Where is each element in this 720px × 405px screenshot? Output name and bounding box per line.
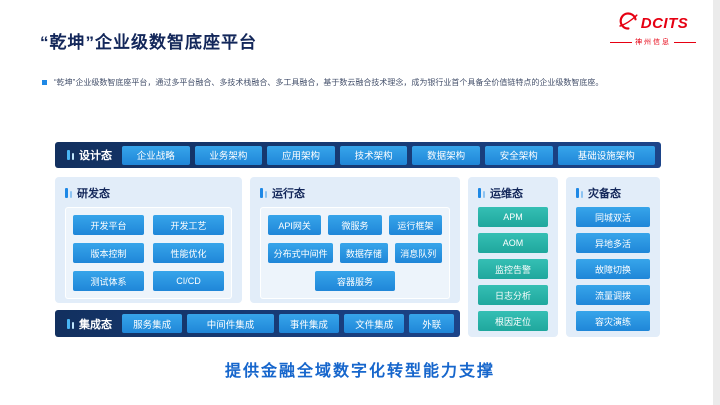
dev-panel-items: 开发平台 开发工艺 版本控制 性能优化 测试体系 CI/CD [65, 207, 232, 299]
run-panel: 运行态 API网关 微服务 运行框架 分布式中间件 数据存储 消息队列 容器服务 [250, 177, 460, 303]
page-title: “乾坤”企业级数智底座平台 [40, 33, 257, 52]
logo-subtitle: 神州信息 [610, 37, 696, 47]
dev-item: CI/CD [153, 271, 224, 291]
background-edge [713, 0, 720, 405]
design-item: 业务架构 [194, 145, 263, 165]
design-item: 基础设施架构 [557, 145, 655, 165]
dev-item: 开发平台 [73, 215, 144, 235]
run-row: 容器服务 [268, 271, 442, 291]
run-item: 分布式中间件 [268, 243, 334, 263]
dev-item: 版本控制 [73, 243, 144, 263]
dev-panel-header: 研发态 [65, 185, 232, 201]
design-item: 数据架构 [412, 145, 480, 165]
integration-layer-label-text: 集成态 [79, 318, 112, 331]
dev-item: 开发工艺 [153, 215, 224, 235]
dr-item: 异地多活 [576, 233, 650, 253]
dr-panel-header: 灾备态 [576, 185, 650, 201]
dev-item: 测试体系 [73, 271, 144, 291]
dr-item: 流量调拨 [576, 285, 650, 305]
panel-marker-icon [65, 188, 72, 198]
run-item: 容器服务 [314, 271, 396, 291]
integration-layer-bar: 集成态 服务集成 中间件集成 事件集成 文件集成 外联 [55, 310, 460, 337]
run-panel-header: 运行态 [260, 185, 450, 201]
dr-panel-title: 灾备态 [588, 188, 621, 200]
integration-item: 外联 [409, 314, 455, 333]
dr-item: 容灾演练 [576, 311, 650, 331]
bullet-square-icon [42, 80, 47, 85]
design-item: 应用架构 [267, 145, 335, 165]
run-item: 运行框架 [388, 215, 442, 235]
dr-item: 故障切换 [576, 259, 650, 279]
dev-panel-title: 研发态 [77, 188, 110, 200]
logo-lockup: DCITS [610, 11, 696, 36]
run-item: 消息队列 [394, 243, 442, 263]
integration-item: 服务集成 [122, 314, 183, 333]
panel-marker-icon [576, 188, 583, 198]
ops-item: APM [478, 207, 548, 227]
intro-text: “乾坤”企业级数智底座平台，通过多平台融合、多技术栈融合、多工具融合，基于数云融… [54, 78, 604, 87]
layer-marker-icon [67, 318, 74, 329]
panel-marker-icon [260, 188, 267, 198]
ops-panel-title: 运维态 [490, 188, 523, 200]
intro-bullet-line: “乾坤”企业级数智底座平台，通过多平台融合、多技术栈融合、多工具融合，基于数云融… [42, 77, 667, 88]
design-item: 企业战略 [122, 145, 190, 165]
footer-slogan: 提供金融全域数字化转型能力支撑 [224, 363, 495, 380]
run-panel-items: API网关 微服务 运行框架 分布式中间件 数据存储 消息队列 容器服务 [260, 207, 450, 299]
dcits-swoosh-icon [618, 11, 638, 36]
layer-marker-icon [67, 150, 74, 160]
integration-layer-items: 服务集成 中间件集成 事件集成 文件集成 外联 [122, 314, 455, 333]
dev-item: 性能优化 [153, 243, 224, 263]
run-item: API网关 [268, 215, 322, 235]
design-layer-items: 企业战略 业务架构 应用架构 技术架构 数据架构 安全架构 基础设施架构 [122, 145, 655, 165]
integration-layer-label: 集成态 [55, 316, 122, 332]
design-layer-bar: 设计态 企业战略 业务架构 应用架构 技术架构 数据架构 安全架构 基础设施架构 [55, 142, 661, 168]
logo-subtitle-text: 神州信息 [635, 39, 671, 46]
ops-panel-items: APM AOM 监控告警 日志分析 根因定位 [478, 207, 548, 331]
design-layer-label-text: 设计态 [79, 150, 112, 162]
run-item: 微服务 [328, 215, 382, 235]
design-layer-label: 设计态 [55, 147, 122, 163]
integration-item: 事件集成 [278, 314, 340, 333]
run-panel-title: 运行态 [272, 188, 305, 200]
panel-marker-icon [478, 188, 485, 198]
ops-item: 日志分析 [478, 285, 548, 305]
dr-item: 同城双活 [576, 207, 650, 227]
ops-item: 监控告警 [478, 259, 548, 279]
ops-item: 根因定位 [478, 311, 548, 331]
design-item: 安全架构 [484, 145, 553, 165]
logo: DCITS 神州信息 [610, 11, 696, 47]
ops-item: AOM [478, 233, 548, 253]
run-item: 数据存储 [340, 243, 388, 263]
design-item: 技术架构 [339, 145, 408, 165]
ops-panel-header: 运维态 [478, 185, 548, 201]
integration-item: 中间件集成 [187, 314, 274, 333]
integration-item: 文件集成 [344, 314, 405, 333]
dr-panel-items: 同城双活 异地多活 故障切换 流量调拨 容灾演练 [576, 207, 650, 331]
ops-panel: 运维态 APM AOM 监控告警 日志分析 根因定位 [468, 177, 558, 337]
dr-panel: 灾备态 同城双活 异地多活 故障切换 流量调拨 容灾演练 [566, 177, 660, 337]
dev-panel: 研发态 开发平台 开发工艺 版本控制 性能优化 测试体系 CI/CD [55, 177, 242, 303]
run-row: API网关 微服务 运行框架 [268, 215, 442, 235]
run-row: 分布式中间件 数据存储 消息队列 [268, 243, 442, 263]
logo-brand: DCITS [640, 15, 689, 32]
